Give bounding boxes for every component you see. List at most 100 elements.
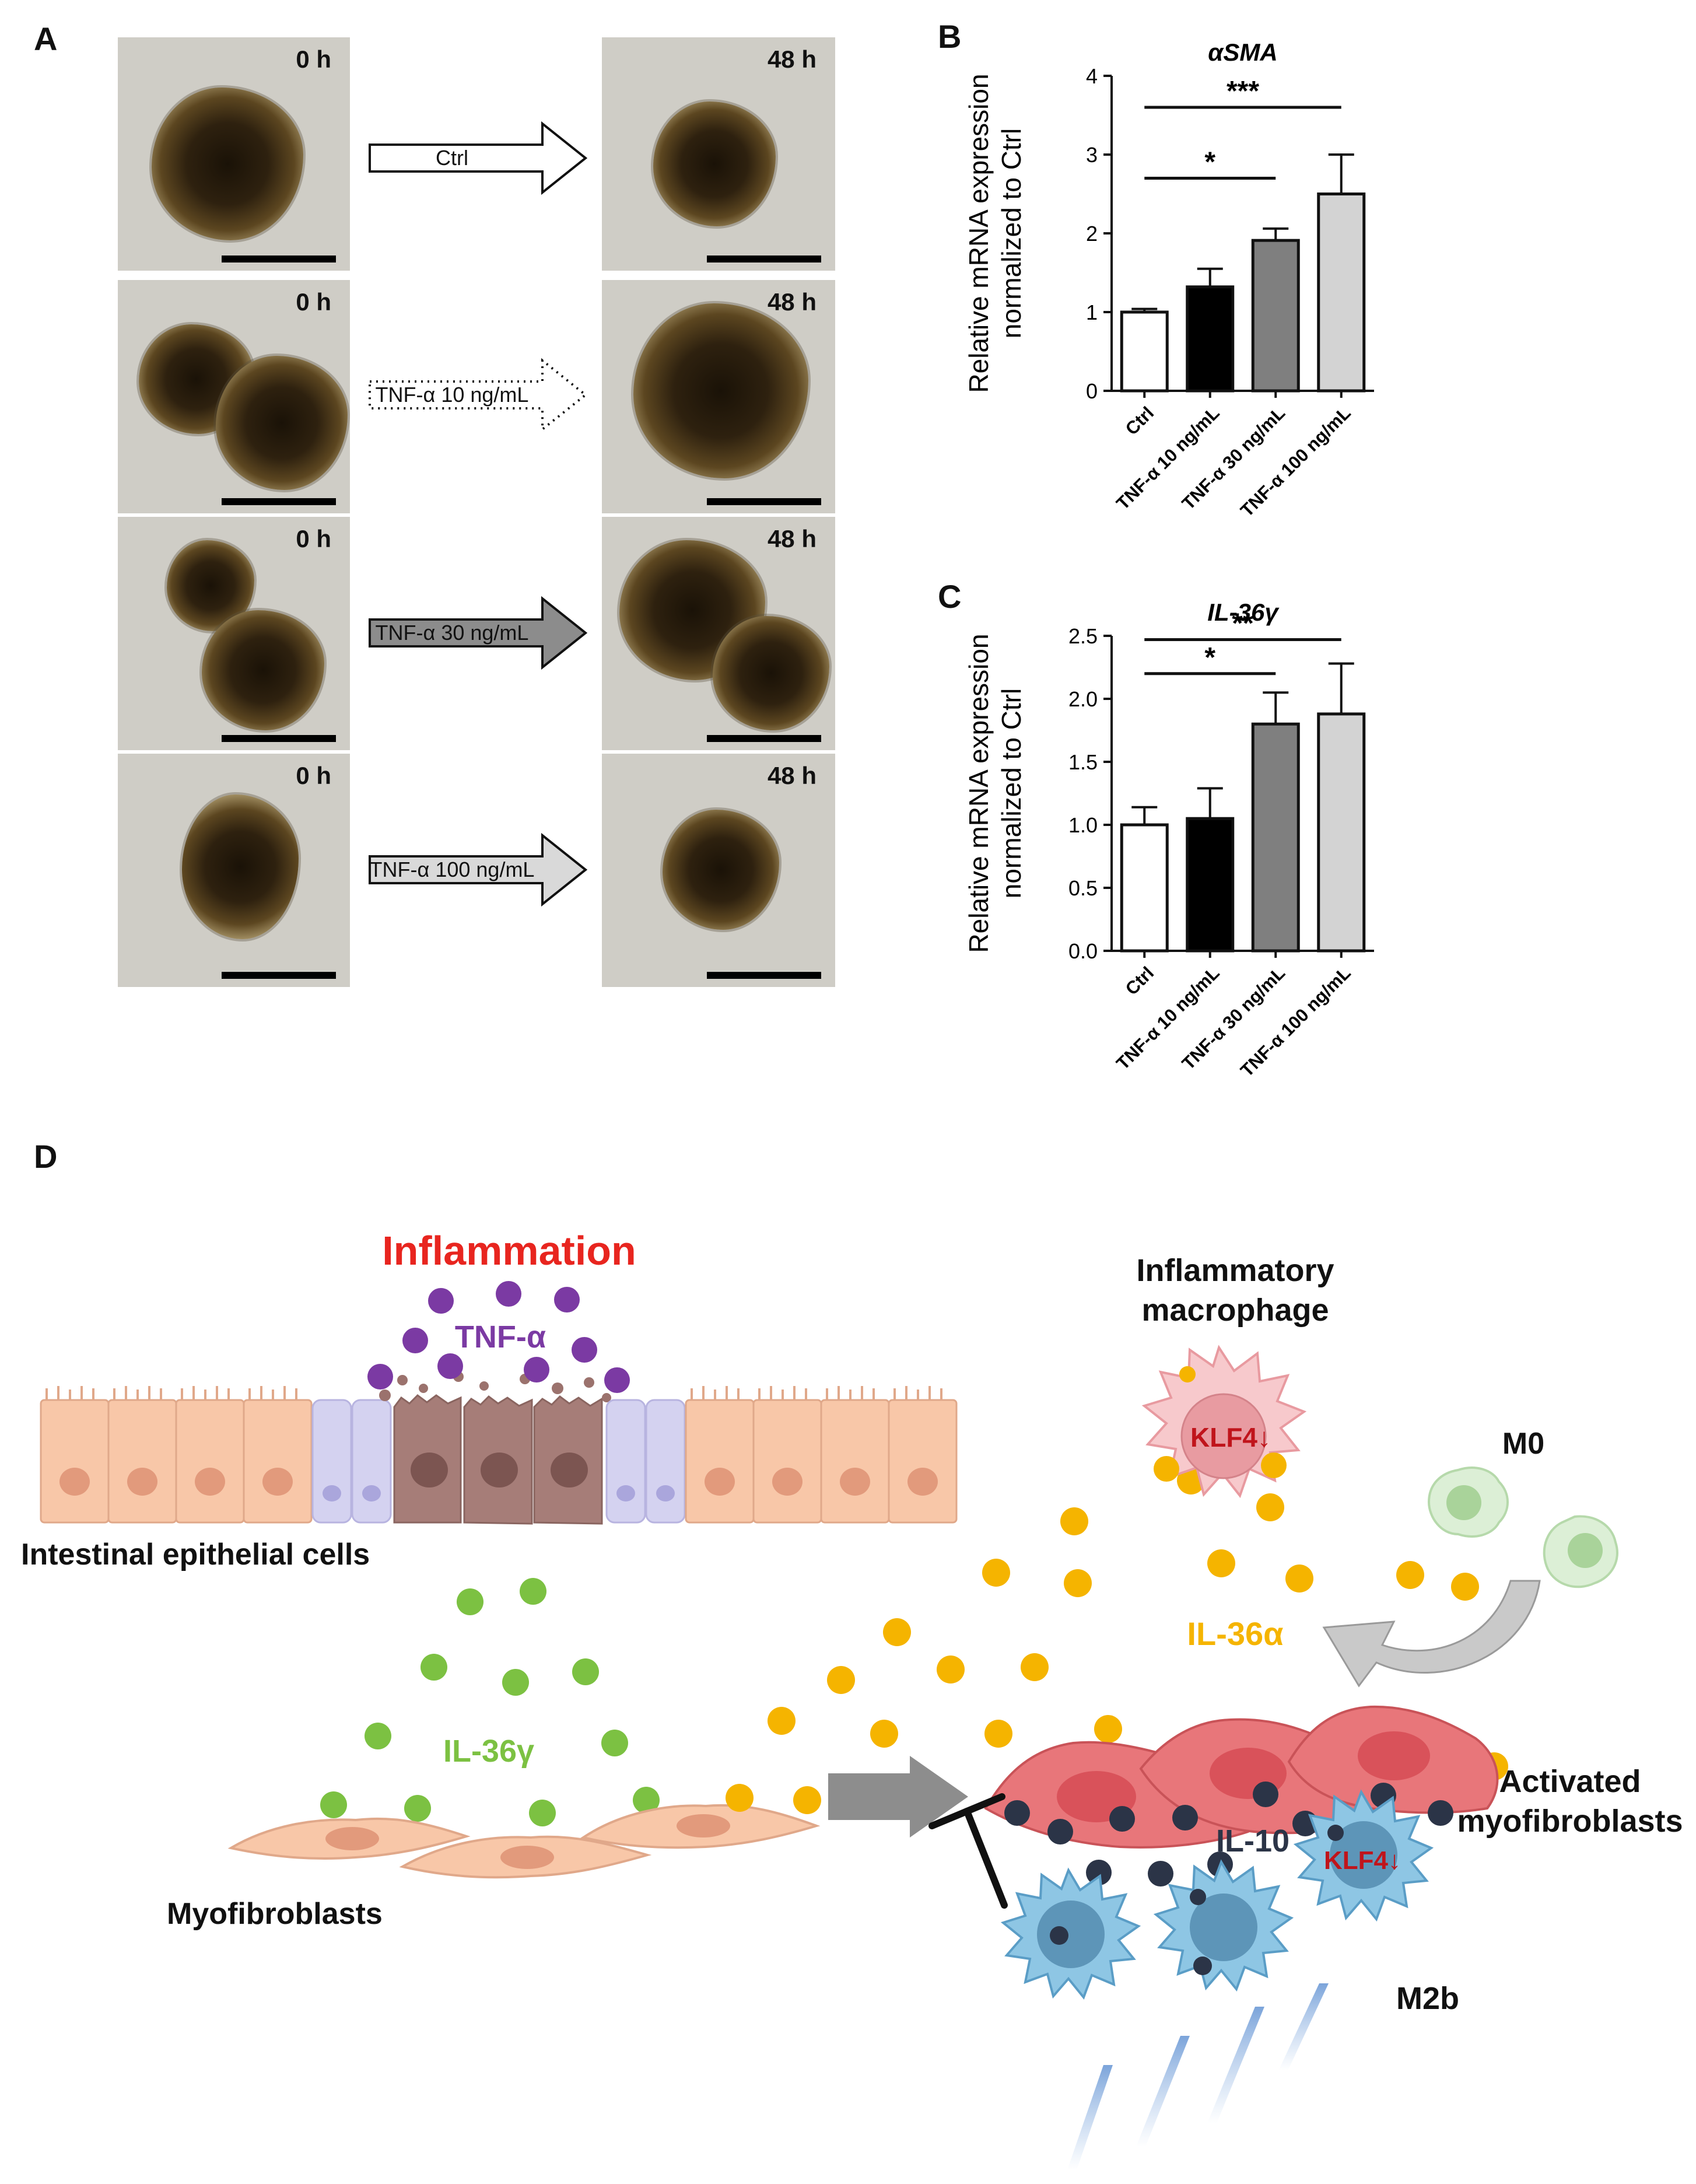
- treatment-label: TNF-α 100 ng/mL: [369, 858, 535, 881]
- epithelial-layer: [40, 1371, 958, 1525]
- micrograph-tnf10-0h: 0 h: [118, 280, 350, 513]
- il36-gamma-dots: [320, 1578, 660, 1826]
- epithelial-label: Intestinal epithelial cells: [21, 1538, 370, 1572]
- activated-label-2: myofibroblasts: [1457, 1804, 1683, 1839]
- chart-title: αSMA: [1208, 38, 1277, 66]
- treatment-label: TNF-α 30 ng/mL: [375, 621, 529, 645]
- tnf-alpha-dots: [367, 1281, 630, 1393]
- y-axis-label-line1: Relative mRNA expression: [963, 634, 994, 953]
- activated-myofibroblasts: [984, 1705, 1499, 1849]
- polarization-arrow: [1322, 1580, 1541, 1688]
- activated-label-1: Activated: [1499, 1764, 1641, 1799]
- scale-bar: [222, 256, 336, 262]
- inflammatory-macrophage: Inflammatory macrophage KLF4↓: [1136, 1253, 1334, 1499]
- inflammation-label: Inflammation: [382, 1228, 636, 1273]
- y-tick-label: 0.0: [1068, 939, 1098, 963]
- m0-macrophages: M0: [1427, 1427, 1618, 1588]
- panel-d-diagram: Inflammation TNF-α Intestinal epithelial…: [21, 1228, 1683, 2170]
- micrograph-tnf100-0h: 0 h: [118, 754, 350, 987]
- micrograph-tnf100-48h: 48 h: [602, 754, 835, 987]
- myofibroblasts: [227, 1804, 821, 1879]
- bar: [1186, 285, 1235, 393]
- myofibroblasts-label: Myofibroblasts: [167, 1897, 383, 1931]
- y-tick-label: 2.0: [1068, 687, 1098, 711]
- scale-bar: [707, 498, 821, 505]
- significance-label: **: [1232, 608, 1254, 639]
- time-label: 48 h: [767, 762, 817, 789]
- y-tick-label: 2: [1086, 222, 1098, 246]
- y-tick-label: 2.5: [1068, 624, 1098, 648]
- y-tick-label: 1.0: [1068, 813, 1098, 837]
- bar: [1251, 239, 1300, 393]
- x-tick-label: TNF-α 100 ng/mL: [1236, 963, 1355, 1081]
- y-axis-label-line2: normalized to Ctrl: [996, 688, 1026, 898]
- scale-bar: [707, 972, 821, 979]
- panel-letter-b: B: [938, 18, 962, 55]
- inhibition-bar: [928, 1793, 1008, 1909]
- treatment-arrow-tnf10: TNF-α 10 ng/mL: [367, 357, 589, 433]
- time-label: 0 h: [296, 288, 331, 316]
- x-tick-label: Ctrl: [1122, 963, 1158, 999]
- treatment-arrow-ctrl: Ctrl: [367, 120, 589, 196]
- scale-bar: [222, 498, 336, 505]
- scale-bar: [707, 256, 821, 262]
- y-tick-label: 4: [1086, 64, 1098, 88]
- secretion-streaks: [1067, 1983, 1329, 2170]
- time-label: 48 h: [767, 288, 817, 316]
- klf4-label-m2b: KLF4↓: [1324, 1846, 1401, 1875]
- treatment-label: Ctrl: [436, 146, 468, 170]
- m2b-macrophages: KLF4↓: [1000, 1789, 1434, 2000]
- panel-letter-c: C: [938, 578, 962, 615]
- bar: [1317, 192, 1366, 393]
- time-label: 48 h: [767, 46, 817, 73]
- bar: [1120, 310, 1169, 393]
- activation-arrow: [828, 1756, 968, 1838]
- bar: [1186, 817, 1235, 953]
- micrograph-tnf10-48h: 48 h: [602, 280, 835, 513]
- il36-gamma-label: IL-36γ: [443, 1734, 534, 1769]
- scale-bar: [222, 972, 336, 979]
- il10-label: IL-10: [1216, 1824, 1289, 1859]
- micrograph-ctrl-0h: 0 h: [118, 37, 350, 271]
- y-axis-label-line2: normalized to Ctrl: [996, 128, 1026, 338]
- time-label: 0 h: [296, 46, 331, 73]
- tnf-alpha-label: TNF-α: [455, 1320, 546, 1354]
- significance-label: *: [1204, 642, 1215, 673]
- y-tick-label: 0.5: [1068, 876, 1098, 900]
- panel-letter-a: A: [34, 20, 58, 57]
- micrograph-tnf30-48h: 48 h: [602, 517, 835, 750]
- bar: [1120, 823, 1169, 953]
- time-label: 48 h: [767, 525, 817, 552]
- y-axis-label-line1: Relative mRNA expression: [963, 74, 994, 393]
- chart-title: IL-36γ: [1207, 598, 1280, 626]
- inflammatory-macrophage-label-1: Inflammatory: [1136, 1253, 1334, 1288]
- bar: [1317, 712, 1366, 953]
- micrograph-ctrl-48h: 48 h: [602, 37, 835, 271]
- y-tick-label: 3: [1086, 143, 1098, 167]
- bar: [1251, 722, 1300, 953]
- significance-label: *: [1204, 147, 1215, 178]
- klf4-label-macrophage: KLF4↓: [1190, 1422, 1271, 1452]
- x-tick-label: TNF-α 100 ng/mL: [1236, 402, 1355, 521]
- x-tick-label: Ctrl: [1122, 402, 1158, 439]
- time-label: 0 h: [296, 762, 331, 789]
- il36-alpha-label: IL-36α: [1187, 1615, 1283, 1652]
- y-tick-label: 1: [1086, 300, 1098, 324]
- m0-label: M0: [1502, 1427, 1544, 1461]
- y-tick-label: 1.5: [1068, 750, 1098, 774]
- treatment-arrow-tnf100: TNF-α 100 ng/mL: [367, 832, 589, 908]
- panel-letter-d: D: [34, 1138, 58, 1175]
- significance-label: ***: [1227, 76, 1259, 107]
- inflammatory-macrophage-label-2: macrophage: [1141, 1293, 1329, 1328]
- treatment-arrow-tnf30: TNF-α 30 ng/mL: [367, 595, 589, 671]
- il36-alpha-dots: [726, 1466, 1508, 1814]
- treatment-label: TNF-α 10 ng/mL: [375, 383, 529, 407]
- m2b-label: M2b: [1396, 1981, 1459, 2016]
- scale-bar: [222, 735, 336, 742]
- y-tick-label: 0: [1086, 379, 1098, 403]
- time-label: 0 h: [296, 525, 331, 552]
- micrograph-tnf30-0h: 0 h: [118, 517, 350, 750]
- scale-bar: [707, 735, 821, 742]
